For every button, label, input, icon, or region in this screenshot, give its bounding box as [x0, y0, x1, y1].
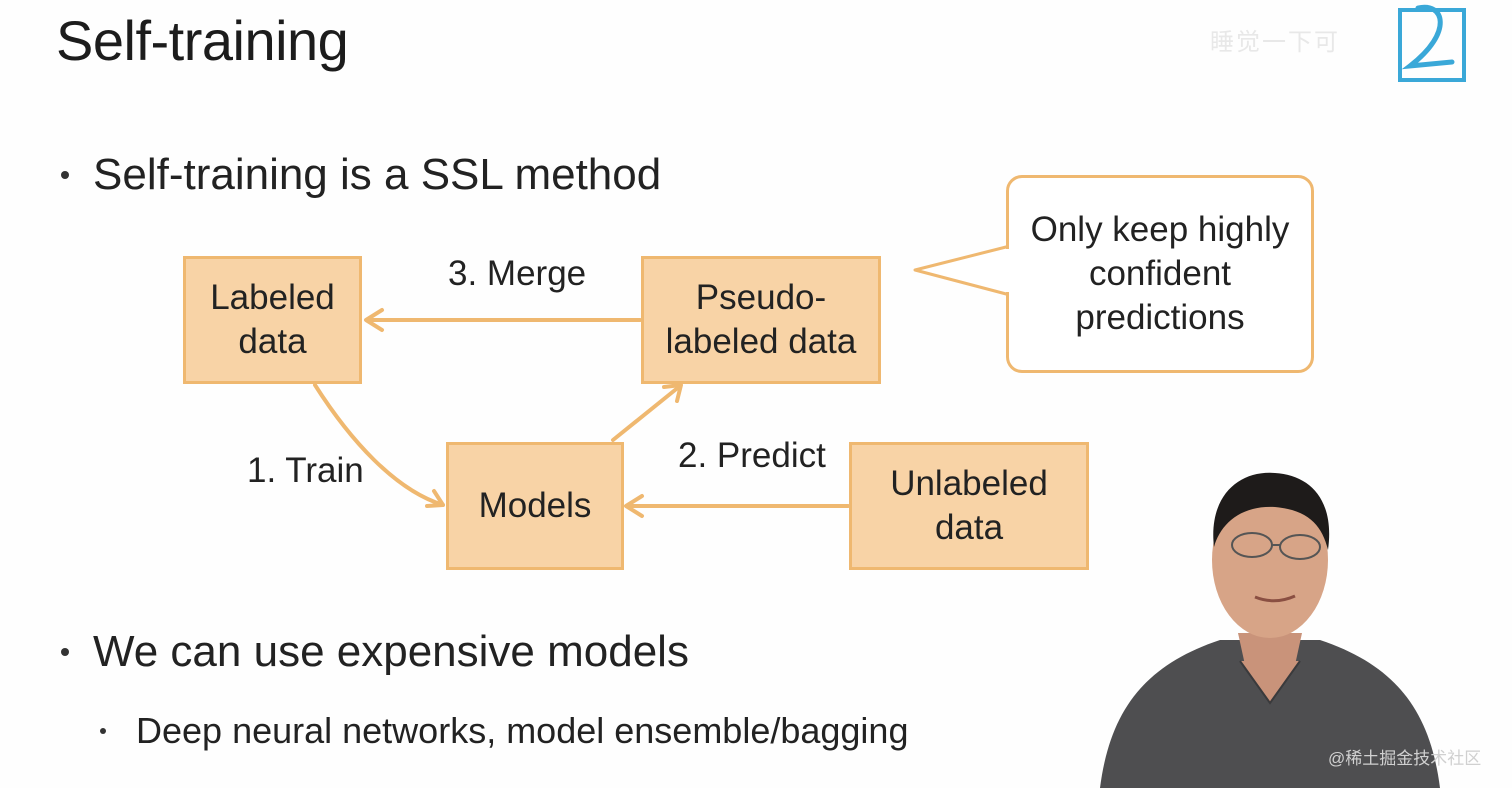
callout-bubble: Only keep highly confident predictions [1006, 175, 1314, 373]
labeled-data-label: Labeled data [210, 278, 335, 361]
bullet-item: We can use expensive models [61, 627, 689, 677]
callout-text: Only keep highly confident predictions [1030, 210, 1290, 337]
bullet-dot [61, 648, 69, 656]
bullet-text: Self-training is a SSL method [93, 150, 662, 199]
sub-bullet-text: Deep neural networks, model ensemble/bag… [136, 710, 909, 751]
models-to-pseudo-arrowhead [662, 383, 683, 403]
models-box: Models [446, 442, 624, 570]
page-title: Self-training [56, 9, 349, 72]
bullet-item: Self-training is a SSL method [61, 150, 661, 200]
sub-bullet-item: Deep neural networks, model ensemble/bag… [100, 710, 908, 752]
presenter-video [1100, 472, 1440, 788]
watermark-bottom: @稀土掘金技术社区 [1328, 749, 1482, 768]
predict-label: 2. Predict [678, 436, 826, 475]
pseudo-labeled-data-box: Pseudo- labeled data [641, 256, 881, 384]
merge-label: 3. Merge [448, 254, 587, 293]
predict-arrowhead [624, 494, 644, 518]
bullet-dot [100, 728, 106, 734]
bullet-text: We can use expensive models [93, 627, 689, 676]
models-to-pseudo-arrow [611, 384, 682, 442]
unlabeled-data-box: Unlabeled data [849, 442, 1089, 570]
unlabeled-data-label: Unlabeled data [890, 464, 1048, 547]
bilibili-logo-icon [1398, 4, 1466, 82]
models-label: Models [478, 486, 592, 525]
labeled-data-box: Labeled data [183, 256, 362, 384]
watermark-top: 睡觉一下可 [1210, 29, 1340, 56]
train-arrow [313, 383, 445, 507]
bullet-dot [61, 171, 69, 179]
pseudo-labeled-data-label: Pseudo- labeled data [665, 278, 857, 361]
train-arrowhead [425, 489, 445, 508]
merge-arrowhead [364, 308, 384, 332]
train-label: 1. Train [247, 451, 364, 490]
